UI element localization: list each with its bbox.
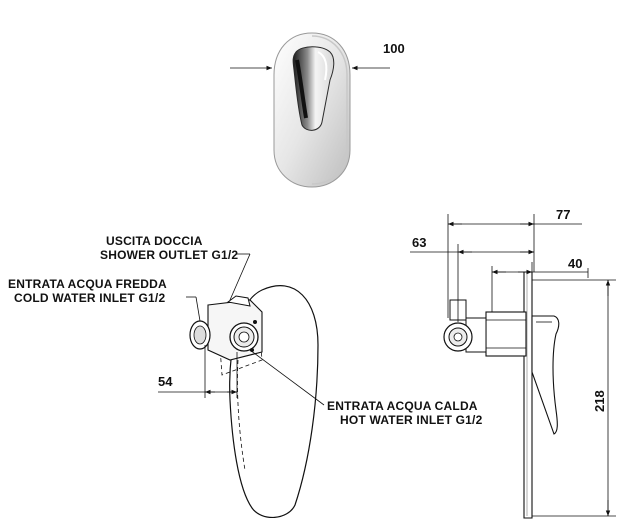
hot-inlet-label-en: HOT WATER INLET G1/2 [340, 413, 483, 427]
hot-inlet-label-it: ENTRATA ACQUA CALDA [327, 399, 478, 413]
hot-inlet-leader [249, 349, 325, 406]
side-wall-plate [523, 271, 533, 519]
back-view: USCITA DOCCIA SHOWER OUTLET G1/2 ENTRATA… [8, 234, 483, 518]
dim-218: 218 [592, 390, 607, 412]
side-valve-body [485, 311, 527, 357]
shower-outlet-label-en: SHOWER OUTLET G1/2 [100, 248, 238, 262]
cold-inlet-label-it: ENTRATA ACQUA FREDDA [8, 277, 167, 291]
cold-inlet-label-en: COLD WATER INLET G1/2 [14, 291, 165, 305]
shower-outlet-label-it: USCITA DOCCIA [106, 234, 203, 248]
side-lever [531, 315, 560, 435]
front-view: 100 [230, 32, 405, 188]
shower-outlet-fitting [226, 295, 251, 307]
side-view: 77 63 40 218 [410, 207, 616, 519]
dim-63: 63 [412, 235, 426, 250]
dim-40: 40 [568, 256, 582, 271]
dim-77: 77 [556, 207, 570, 222]
dim-100: 100 [383, 41, 405, 56]
dim-54: 54 [158, 374, 173, 389]
